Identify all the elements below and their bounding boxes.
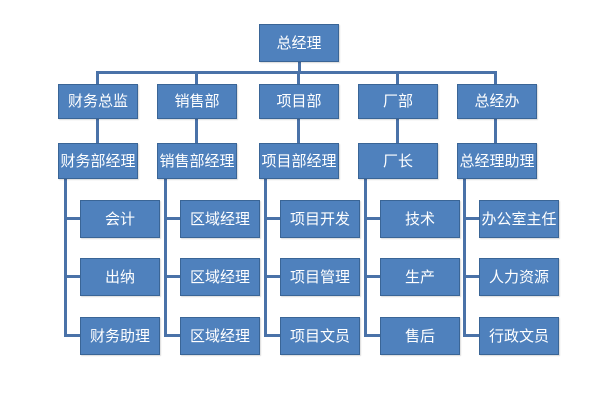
connector-dept-1-up (195, 71, 198, 84)
connector-staff-spine-1 (164, 179, 167, 336)
node-staff: 财务助理 (80, 317, 160, 355)
node-staff: 售后 (380, 317, 460, 355)
node-staff: 项目管理 (280, 258, 360, 296)
node-dept-head: 销售部 (157, 84, 237, 119)
connector-staff-branch (463, 334, 479, 337)
connector-dept-4-up (494, 71, 497, 84)
node-staff: 技术 (380, 200, 460, 238)
connector-staff-branch (264, 334, 280, 337)
node-staff: 人力资源 (479, 258, 559, 296)
node-manager: 项目部经理 (259, 143, 339, 179)
connector-head-manager-3 (396, 119, 399, 143)
node-staff: 区域经理 (180, 200, 260, 238)
connector-staff-branch (164, 217, 180, 220)
node-staff: 生产 (380, 258, 460, 296)
connector-level1-bus (96, 71, 497, 74)
connector-dept-0-up (96, 71, 99, 84)
connector-staff-branch (64, 334, 80, 337)
connector-staff-branch (164, 275, 180, 278)
node-dept-head: 项目部 (259, 84, 339, 119)
connector-staff-branch (364, 217, 380, 220)
connector-dept-2-up (297, 71, 300, 84)
node-manager: 销售部经理 (157, 143, 237, 179)
connector-staff-branch (463, 217, 479, 220)
connector-head-manager-1 (195, 119, 198, 143)
connector-head-manager-4 (494, 119, 497, 143)
node-root: 总经理 (259, 24, 339, 62)
node-staff: 会计 (80, 200, 160, 238)
connector-root-down (298, 62, 301, 72)
node-staff: 区域经理 (180, 258, 260, 296)
connector-staff-branch (64, 275, 80, 278)
node-staff: 区域经理 (180, 317, 260, 355)
connector-staff-spine-0 (64, 179, 67, 336)
connector-staff-branch (364, 275, 380, 278)
node-manager: 财务部经理 (58, 143, 138, 179)
node-staff: 出纳 (80, 258, 160, 296)
node-staff: 项目开发 (280, 200, 360, 238)
connector-staff-branch (264, 275, 280, 278)
connector-staff-spine-4 (463, 179, 466, 336)
connector-staff-branch (463, 275, 479, 278)
connector-staff-branch (264, 217, 280, 220)
node-dept-head: 总经办 (457, 84, 537, 119)
connector-head-manager-2 (297, 119, 300, 143)
connector-dept-3-up (396, 71, 399, 84)
node-dept-head: 财务总监 (58, 84, 138, 119)
node-staff: 项目文员 (280, 317, 360, 355)
connector-staff-branch (364, 334, 380, 337)
node-dept-head: 厂部 (358, 84, 438, 119)
node-manager: 总经理助理 (457, 143, 537, 179)
connector-staff-spine-2 (264, 179, 267, 336)
connector-head-manager-0 (96, 119, 99, 143)
node-manager: 厂长 (358, 143, 438, 179)
connector-staff-branch (164, 334, 180, 337)
connector-staff-spine-3 (364, 179, 367, 336)
node-staff: 办公室主任 (479, 200, 559, 238)
connector-staff-branch (64, 217, 80, 220)
node-staff: 行政文员 (479, 317, 559, 355)
